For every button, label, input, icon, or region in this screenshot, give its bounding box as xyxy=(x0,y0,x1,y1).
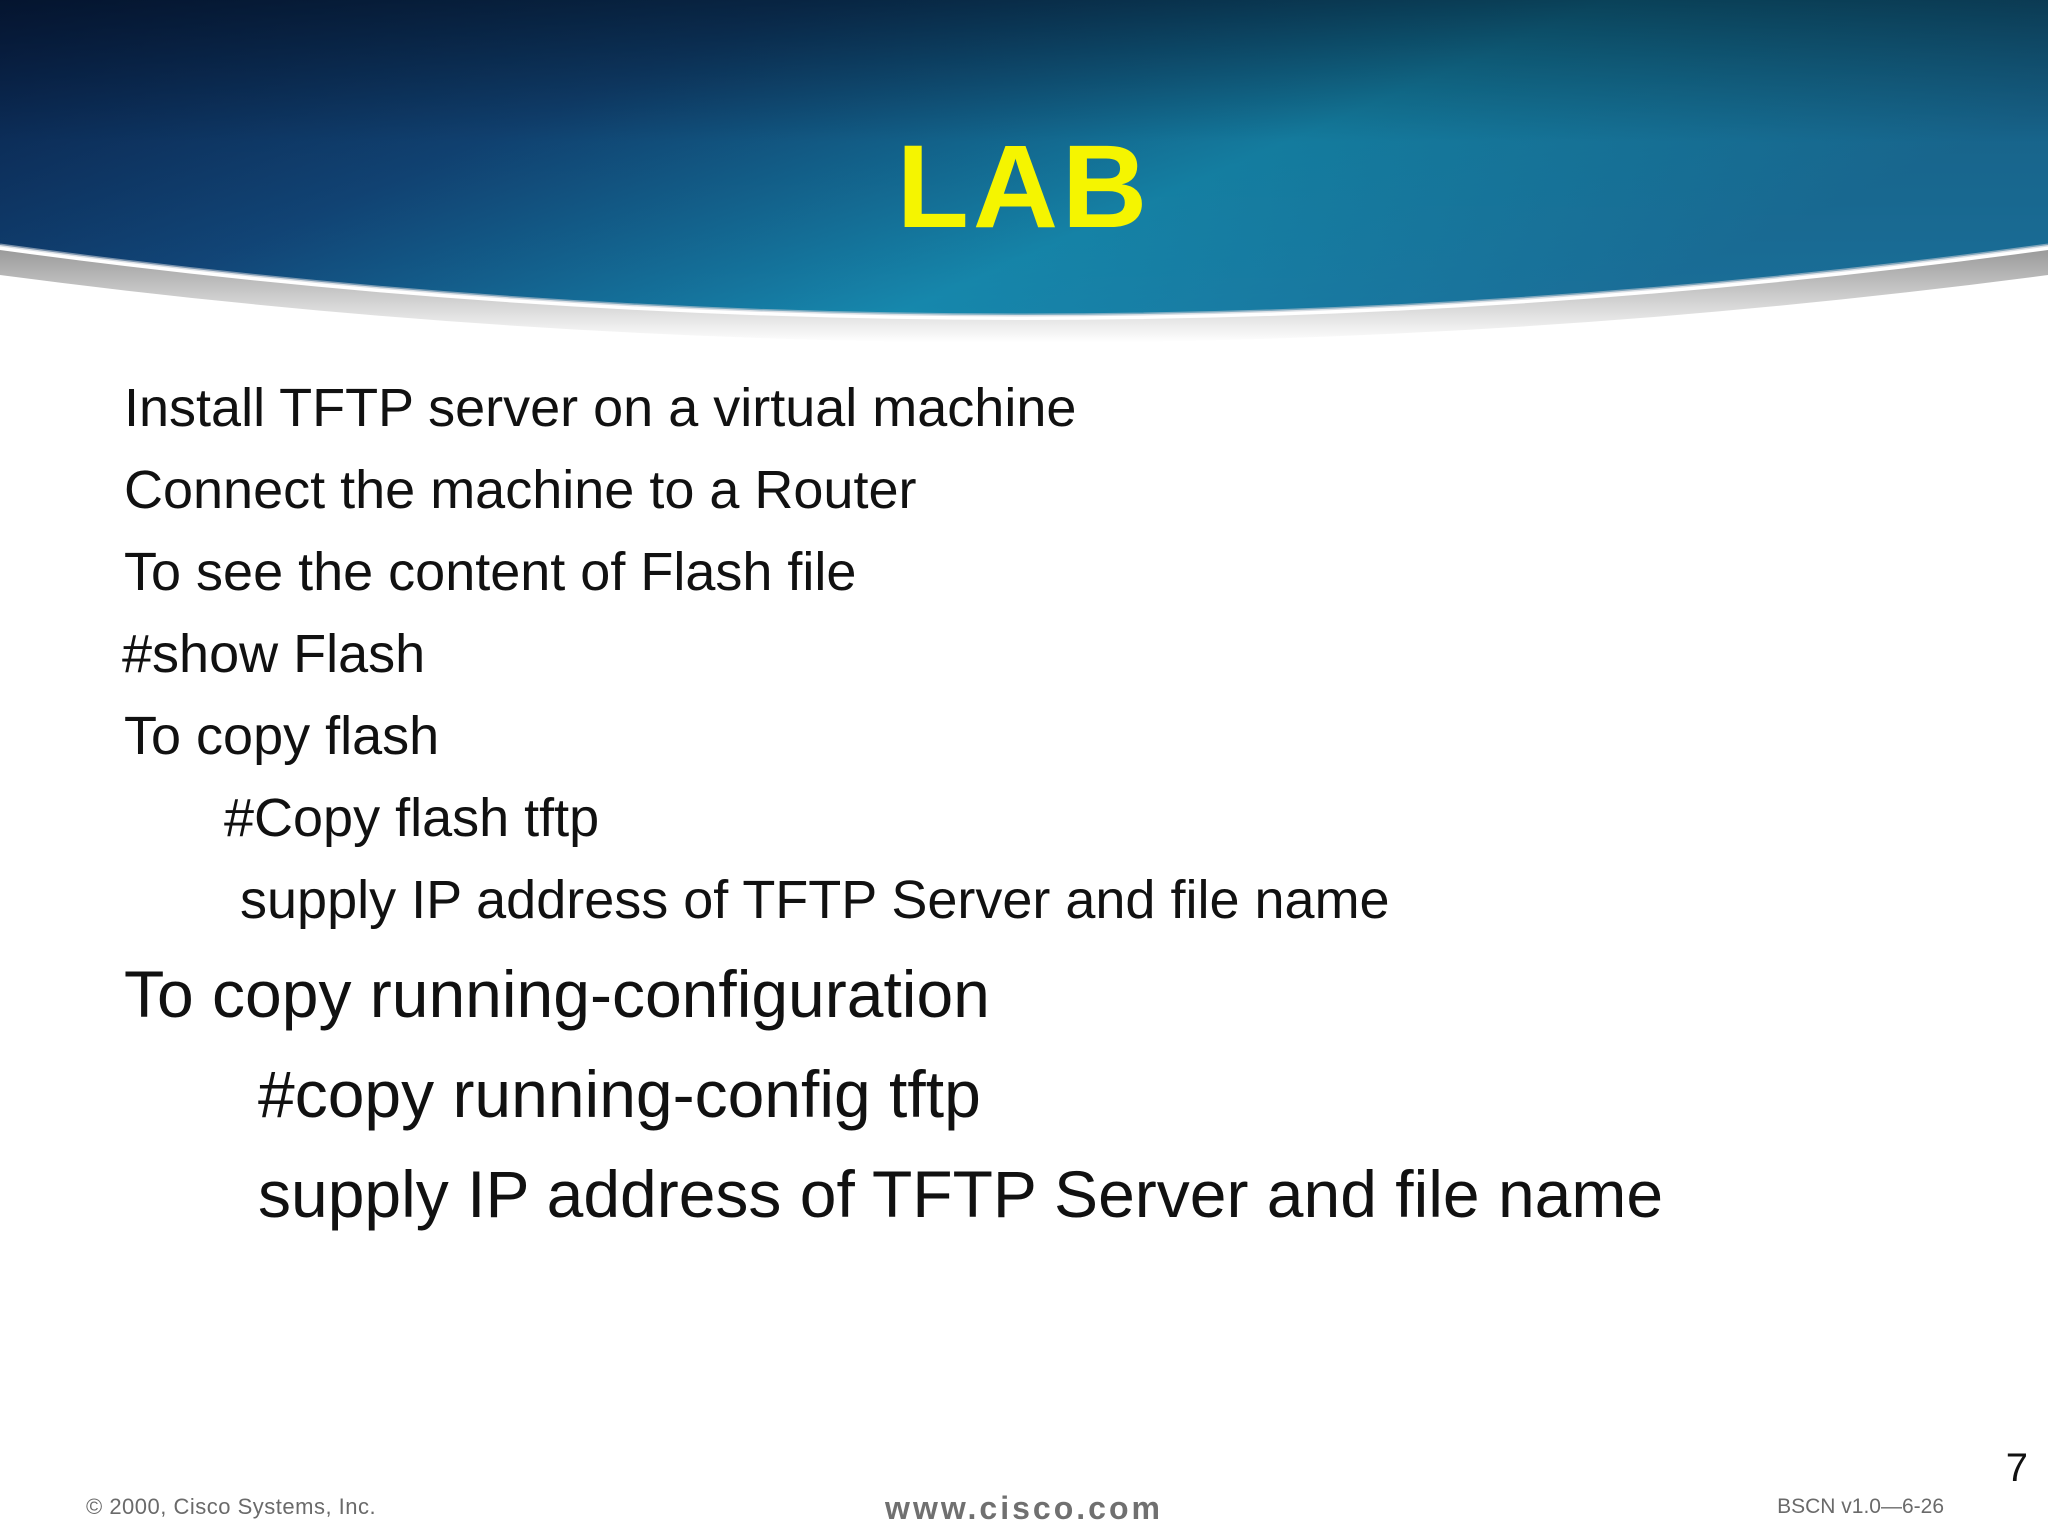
header-banner xyxy=(0,0,2048,343)
footer-copyright: © 2000, Cisco Systems, Inc. xyxy=(86,1494,377,1519)
line-copy-running-config-command: #copy running-config tftp xyxy=(258,1057,981,1131)
slide-title: LAB xyxy=(896,121,1152,253)
footer-course-code: BSCN v1.0—6-26 xyxy=(1777,1495,1944,1518)
line-connect-router: Connect the machine to a Router xyxy=(124,460,917,520)
line-see-flash: To see the content of Flash file xyxy=(124,542,857,602)
line-show-flash-command: #show Flash xyxy=(122,624,426,684)
line-copy-flash: To copy flash xyxy=(124,706,440,766)
line-copy-flash-command: #Copy flash tftp xyxy=(224,788,600,848)
line-copy-running-config: To copy running-configuration xyxy=(124,957,990,1031)
line-supply-ip-flash: supply IP address of TFTP Server and fil… xyxy=(240,870,1390,930)
footer-website: www.cisco.com xyxy=(885,1490,1163,1526)
page-number: 7 xyxy=(2005,1446,2028,1490)
line-install-tftp: Install TFTP server on a virtual machine xyxy=(124,378,1077,438)
line-supply-ip-running-config: supply IP address of TFTP Server and fil… xyxy=(258,1157,1664,1231)
